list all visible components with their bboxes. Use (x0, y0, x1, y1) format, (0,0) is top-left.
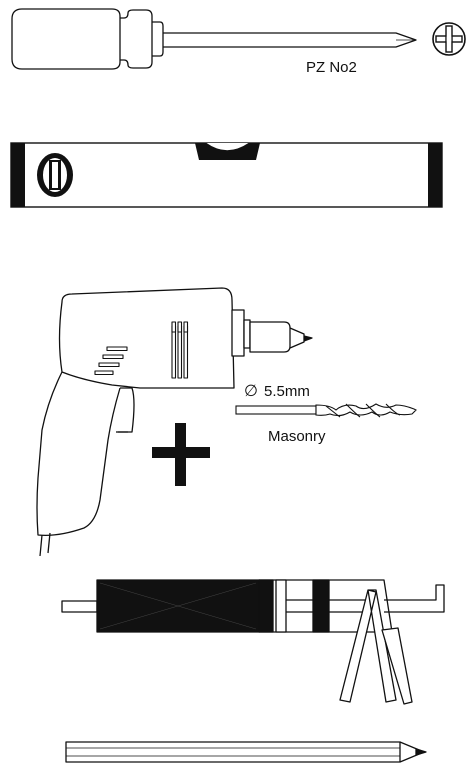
caulk-gun-handle (339, 589, 397, 703)
drill-vents (94, 321, 189, 379)
drill-bit-type: Masonry (268, 428, 326, 445)
screwdriver-label: PZ No2 (306, 59, 357, 76)
drill-cord (39, 532, 51, 557)
drill-handle (36, 371, 121, 536)
drill (36, 287, 313, 557)
screwdriver (11, 8, 417, 70)
pencil-icon (65, 741, 427, 763)
drill-bit-diameter: 5.5mm (264, 383, 310, 400)
level-top-vial (195, 143, 260, 160)
drill-diameter-symbol: ∅ (244, 383, 258, 400)
level-end-vial (37, 153, 73, 197)
masonry-drill-bit (235, 403, 417, 418)
wall-plug-cross-icon (152, 423, 210, 486)
spirit-level (10, 142, 443, 208)
screwdriver-shaft (163, 32, 417, 48)
drill-trigger (118, 387, 135, 433)
screwdriver-handle (11, 8, 121, 70)
drill-chuck (249, 321, 291, 353)
screwdriver-ferrule (120, 9, 153, 69)
caulking-gun (61, 579, 445, 705)
drill-body (58, 287, 235, 389)
pozidriv-cross-icon (432, 22, 466, 56)
